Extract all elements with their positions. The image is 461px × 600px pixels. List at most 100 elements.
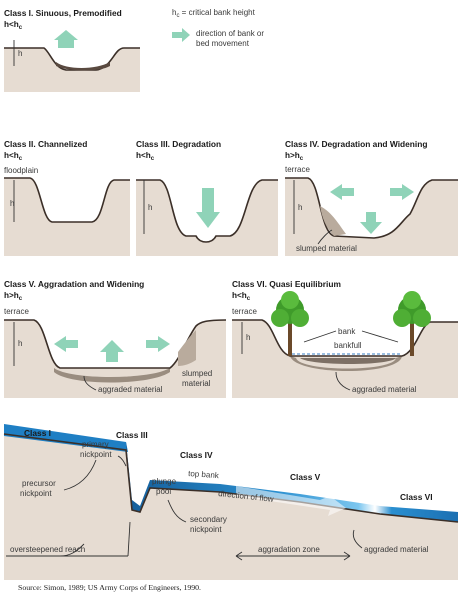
class-6-bank-leaders: [303, 330, 399, 343]
profile-aggraded-leader: [352, 529, 363, 549]
class-2-profile-line: [4, 177, 130, 223]
precursor-nickpoint-label-1: precursor: [22, 479, 56, 488]
class-3-h-label: h: [148, 203, 152, 212]
profile-bed-line: [3, 433, 459, 523]
class-1-ground: [4, 30, 140, 92]
class-6-profile-line: [232, 319, 458, 357]
aggradation-zone-bar: [235, 551, 351, 561]
class-5-aggraded-label: aggraded material: [98, 385, 163, 394]
class-2-h-label: h: [10, 199, 14, 208]
class-5-left-arrow-icon: [54, 336, 78, 352]
class-2-condition: h<hc: [4, 151, 23, 162]
class-3-down-arrow-icon: [196, 188, 220, 228]
class-6-h-label: h: [246, 333, 250, 342]
class-1-condition: h<hc: [4, 20, 23, 31]
class-4-condition: h>hc: [285, 151, 304, 162]
class-3-panel: Class III. Degradation h<hc h: [136, 139, 278, 256]
legend-arrow-text-2: bed movement: [196, 39, 250, 48]
class-2-title: Class II. Channelized: [4, 139, 87, 149]
aggradation-zone-label: aggradation zone: [258, 545, 320, 554]
class-5-ground: [4, 320, 226, 398]
profile-ground: [4, 434, 458, 580]
class-6-condition: h<hc: [232, 291, 251, 302]
legend: hc = critical bank height direction of b…: [172, 8, 264, 48]
class-4-ground: [285, 178, 458, 256]
class-5-up-arrow-icon: [100, 340, 124, 362]
class-4-panel: Class IV. Degradation and Widening h>hc …: [285, 139, 458, 256]
longitudinal-profile: Class I Class III Class IV Class V Class…: [3, 424, 459, 580]
class-6-panel: Class VI. Quasi Equilibrium h<hc terrace…: [232, 279, 458, 398]
class-2-floodplain-label: floodplain: [4, 166, 38, 175]
class-4-slumped-label: slumped material: [296, 244, 357, 253]
class-2-ground: [4, 178, 130, 256]
profile-water-upper: [4, 424, 128, 452]
class-6-bank-label: bank: [338, 327, 356, 336]
class-1-up-arrow-icon: [54, 30, 78, 48]
class-5-deposit: [54, 368, 170, 383]
class-4-left-arrow-icon: [330, 184, 354, 200]
class-5-slumped-label-1: slumped: [182, 369, 212, 378]
class-6-aggraded-leader: [335, 371, 351, 391]
tree-right-icon: [393, 291, 431, 356]
class-3-title: Class III. Degradation: [136, 139, 221, 149]
profile-class-iv: Class IV: [180, 450, 213, 460]
precursor-nickpoint-label-2: nickpoint: [20, 489, 52, 498]
class-4-slumped-leader: [317, 229, 333, 245]
profile-class-v: Class V: [290, 472, 321, 482]
profile-class-vi: Class VI: [400, 492, 433, 502]
class-4-profile-line: [285, 177, 458, 239]
class-6-channel-fill: [300, 358, 396, 364]
class-6-aggraded-label: aggraded material: [352, 385, 417, 394]
class-5-right-arrow-icon: [146, 336, 170, 352]
legend-arrow-icon: [172, 28, 190, 42]
legend-hc-text: hc = critical bank height: [172, 8, 256, 19]
class-4-right-arrow-icon: [390, 184, 414, 200]
flow-arrow-icon: [236, 486, 346, 516]
profile-class-i: Class I: [24, 428, 51, 438]
class-6-deposit: [290, 356, 402, 371]
class-5-condition: h>hc: [4, 291, 23, 302]
class-5-title: Class V. Aggradation and Widening: [4, 279, 144, 289]
class-4-down-arrow-icon: [360, 212, 382, 234]
plunge-pool-label-2: pool: [156, 487, 171, 496]
class-6-title: Class VI. Quasi Equilibrium: [232, 279, 341, 289]
class-5-slump: [178, 330, 196, 366]
class-1-title: Class I. Sinuous, Premodified: [4, 8, 122, 18]
class-5-terrace-label: terrace: [4, 307, 29, 316]
source-citation: Source: Simon, 1989; US Army Corps of En…: [18, 583, 201, 592]
class-5-aggraded-leader: [83, 375, 97, 391]
tree-left-icon: [271, 291, 309, 356]
oversteepened-label: oversteepened reach: [10, 545, 85, 554]
class-3-profile-line: [136, 179, 278, 243]
secondary-nickpoint-label-2: nickpoint: [190, 525, 222, 534]
class-5-h-label: h: [18, 339, 22, 348]
class-1-water: [56, 62, 110, 71]
primary-nickpoint-label-1: primary: [82, 440, 109, 449]
secondary-nickpoint-label-1: secondary: [190, 515, 227, 524]
class-5-panel: Class V. Aggradation and Widening h>hc t…: [4, 279, 227, 398]
class-5-slumped-label-2: material: [182, 379, 211, 388]
class-3-condition: h<hc: [136, 151, 155, 162]
secondary-nickpoint-leader: [167, 499, 187, 523]
profile-aggraded-label: aggraded material: [364, 545, 429, 554]
profile-water-lower: [126, 442, 458, 522]
oversteepened-bar-end: [127, 521, 131, 557]
class-2-panel: Class II. Channelized h<hc floodplain h: [4, 139, 130, 256]
top-bank-label: top bank: [188, 469, 220, 480]
class-6-bankfull-label: bankfull: [334, 341, 362, 350]
class-6-terrace-label: terrace: [232, 307, 257, 316]
profile-class-iii: Class III: [116, 430, 148, 440]
class-1-panel: Class I. Sinuous, Premodified h<hc h: [4, 8, 140, 92]
class-3-ground: [136, 180, 278, 256]
primary-nickpoint-leader: [117, 455, 127, 467]
class-4-h-label: h: [298, 203, 302, 212]
primary-nickpoint-label-2: nickpoint: [80, 450, 112, 459]
plunge-pool-label-1: plunge: [152, 477, 177, 486]
class-4-terrace-label: terrace: [285, 165, 310, 174]
class-4-title: Class IV. Degradation and Widening: [285, 139, 427, 149]
class-4-slump: [320, 206, 346, 236]
class-1-h-label: h: [18, 49, 22, 58]
legend-arrow-text-1: direction of bank or: [196, 29, 264, 38]
precursor-nickpoint-leader: [63, 459, 97, 491]
